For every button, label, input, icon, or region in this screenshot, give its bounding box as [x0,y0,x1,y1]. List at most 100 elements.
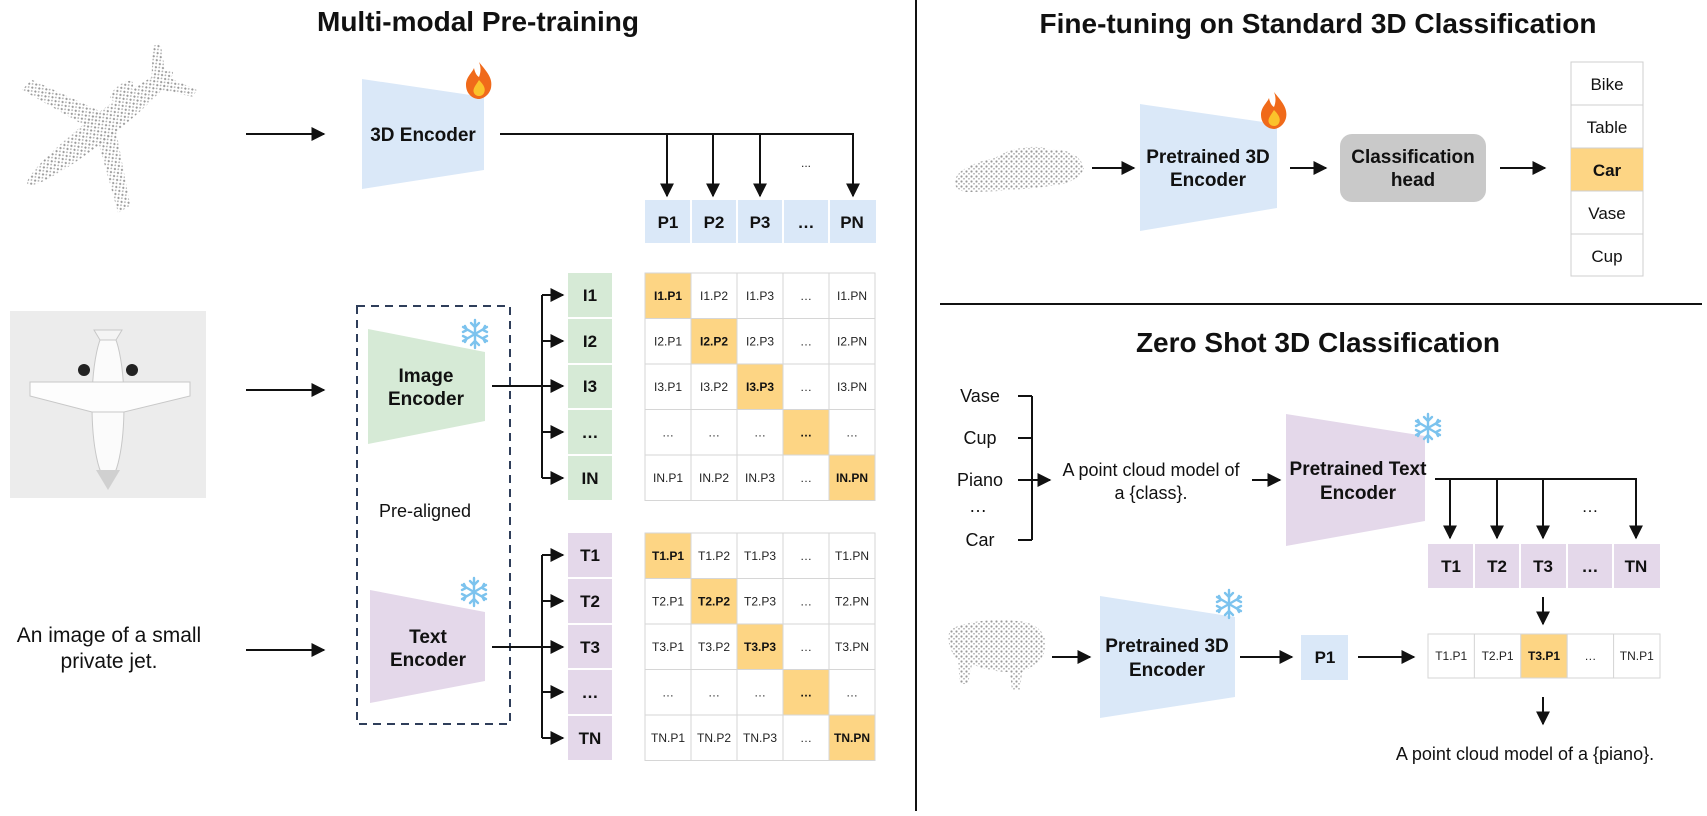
text-matrix-cell [828,578,876,625]
zs-3d-encoder-line1: Pretrained 3D [1105,636,1229,657]
image-matrix-cell [782,409,830,456]
image-matrix-cell [828,409,876,456]
text-matrix-cell-label: T1.P2 [698,549,730,563]
image-matrix-cell [782,363,830,410]
t-token: T2 [580,592,600,611]
image-matrix-cell [644,363,692,410]
text-branch-connectors [492,548,565,745]
text-matrix-cell [782,714,830,761]
zs-p-token-box [1301,635,1348,680]
text-matrix-cell-label: TN.P2 [697,731,731,745]
zs-t-token: T1 [1441,557,1461,576]
zs-text-encoder-shape [1286,414,1425,546]
zs-class-word: Piano [957,470,1003,490]
text-caption-line2: private jet. [61,650,158,673]
image-matrix-cell [690,272,738,319]
image-matrix-cell-label: I3.P3 [746,380,774,394]
zs-score-cell-label: T1.P1 [1435,649,1467,663]
image-matrix-cell [736,454,784,501]
zs-class-word: Car [965,530,994,550]
image-matrix-cell-label: … [800,380,812,394]
image-matrix-cell-label: I2.P2 [700,334,728,348]
text-matrix-cell-label: T2.P1 [652,594,684,608]
class-item-selected: Car [1593,161,1622,180]
ft-encoder-shape [1140,104,1277,231]
text-matrix-cell-label: … [800,594,812,608]
image-matrix-cell [828,272,876,319]
zs-class-word: Vase [960,386,1000,406]
text-matrix-cell [828,623,876,670]
zs-class-words: Vase Cup Piano … Car [957,386,1003,550]
i-token: I2 [583,332,597,351]
piano-point-cloud [948,620,1046,690]
image-matrix-cell-label: I2.P3 [746,334,774,348]
image-matrix-cell-label: I2.PN [837,334,867,348]
image-encoder-label-line1: Image [399,366,454,387]
image-matrix-cell-label: I3.PN [837,380,867,394]
text-encoder-shape [370,590,485,703]
i-token-column: I1 I2 I3 … IN [568,273,612,500]
image-matrix-cell-label: IN.P2 [699,471,729,485]
p-token-row: P1 P2 P3 … PN [645,200,876,243]
zs-score-cell [1473,633,1522,679]
zs-t-token: … [1582,557,1599,576]
zs-prompt-line1: A point cloud model of [1062,460,1240,480]
text-matrix-cell [690,714,738,761]
text-matrix-cell [828,669,876,716]
text-caption-line1: An image of a small [17,624,201,647]
class-item: Table [1587,118,1628,137]
image-matrix-cell [644,454,692,501]
image-matrix-cell-label: … [662,425,674,439]
text-matrix-cell-label: T1.P1 [652,549,684,563]
image-matrix-cell-label: IN.P1 [653,471,683,485]
text-matrix-cell-label: TN.PN [834,731,870,745]
zs-3d-encoder-line2: Encoder [1129,660,1206,681]
text-matrix-cell-label: … [846,685,858,699]
image-matrix-cell-label: I1.P2 [700,289,728,303]
image-encoder-shape [368,329,485,444]
text-matrix-cell-label: TN.P1 [651,731,685,745]
text-matrix-cell-label: T1.PN [835,549,869,563]
zs-score-cell [1613,633,1661,679]
text-matrix-cell [690,669,738,716]
image-matrix-cell-label: … [708,425,720,439]
pre-aligned-label: Pre-aligned [379,501,471,521]
image-matrix-cell [828,318,876,365]
text-matrix-cell-label: T2.P2 [698,594,730,608]
image-matrix-cell [782,272,830,319]
image-matrix-cell-label: IN.PN [836,471,868,485]
text-matrix-cell-label: … [662,685,674,699]
text-matrix-cell-label: T2.PN [835,594,869,608]
class-item: Bike [1590,75,1623,94]
text-matrix-cell-label: … [754,685,766,699]
class-list: Bike Table Car Vase Cup [1570,61,1644,277]
zs-text-connectors [1435,478,1643,540]
text-matrix-cell [782,578,830,625]
text-matrix-cell-label: T2.P3 [744,594,776,608]
zs-class-bracket [1018,395,1052,541]
zs-text-encoder-line1: Pretrained Text [1290,459,1428,480]
text-matrix-cell-label: … [708,685,720,699]
zs-t-token: T2 [1487,557,1507,576]
image-matrix-cell-label: … [800,334,812,348]
zs-t-token: TN [1625,557,1648,576]
encoder-3d-label: 3D Encoder [370,125,476,146]
text-matrix-cell [782,669,830,716]
zs-class-word: Cup [963,428,996,448]
text-matrix-cell-label: TN.P3 [743,731,777,745]
class-item: Vase [1588,204,1626,223]
zs-score-cell [1427,633,1475,679]
pre-aligned-box [356,305,511,725]
airplane-point-cloud [22,42,198,213]
image-matrix-cell [828,454,876,501]
p-token: P3 [750,213,771,232]
t-token: … [582,683,599,702]
image-matrix-cell [828,363,876,410]
flame-icon [466,62,492,99]
image-matrix-cell-label: I3.P2 [700,380,728,394]
image-matrix-cell [644,318,692,365]
snowflake-icon [461,318,489,350]
